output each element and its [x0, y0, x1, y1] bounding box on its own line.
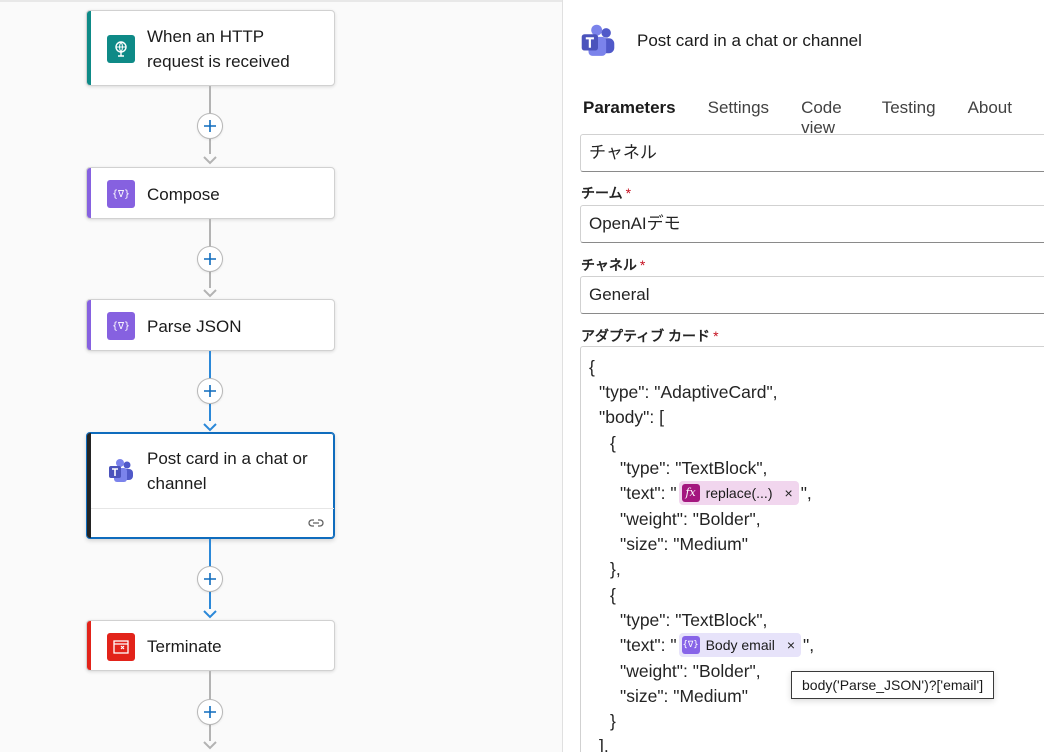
card-title: Parse JSON: [147, 316, 242, 336]
code-line: "type": "TextBlock",: [620, 610, 768, 630]
plus-icon: [204, 706, 216, 718]
arrow-down-icon: [203, 610, 217, 619]
tab-settings[interactable]: Settings: [707, 98, 770, 117]
token-tooltip: body('Parse_JSON')?['email']: [791, 671, 995, 699]
action-card-parse-json[interactable]: {∇} Parse JSON: [86, 299, 335, 351]
team-dropdown[interactable]: OpenAIデモ: [580, 205, 1044, 243]
plus-icon: [204, 573, 216, 585]
card-title: When an HTTP request is received: [147, 27, 290, 71]
tab-testing[interactable]: Testing: [881, 98, 936, 117]
arrow-down-icon: [203, 289, 217, 298]
card-title: Compose: [147, 184, 220, 204]
code-line: "weight": "Bolder",: [620, 509, 761, 529]
remove-token-button[interactable]: ×: [784, 485, 793, 502]
flow-canvas: When an HTTP request is received {∇} Com…: [0, 0, 562, 750]
variable-icon: {∇}: [681, 636, 700, 655]
panel-header: Post card in a chat or channel: [579, 22, 862, 60]
code-line: ],: [599, 736, 609, 752]
card-accent-bar: [87, 433, 91, 538]
teams-icon: [107, 457, 135, 485]
add-step-button[interactable]: [197, 699, 223, 725]
add-step-button[interactable]: [197, 113, 223, 139]
action-details-panel: Post card in a chat or channel Parameter…: [562, 0, 1044, 752]
tab-about[interactable]: About: [967, 98, 1012, 117]
canvas-top-border: [0, 0, 562, 2]
code-line: },: [610, 559, 621, 579]
code-line: "type": "AdaptiveCard",: [599, 382, 778, 402]
plus-icon: [204, 253, 216, 265]
card-accent-bar: [87, 11, 91, 85]
plus-icon: [204, 120, 216, 132]
add-step-button[interactable]: [197, 566, 223, 592]
arrow-down-icon: [203, 156, 217, 165]
terminate-icon: [107, 632, 135, 661]
adaptive-card-label: アダプティブ カード*: [581, 328, 719, 344]
panel-title: Post card in a chat or channel: [637, 31, 862, 50]
arrow-down-icon: [203, 423, 217, 432]
code-line: "type": "TextBlock",: [620, 458, 768, 478]
trigger-card-http[interactable]: When an HTTP request is received: [86, 10, 335, 86]
card-footer: [91, 508, 334, 538]
remove-token-button[interactable]: ×: [786, 637, 796, 654]
code-line: "weight": "Bolder",: [620, 661, 761, 681]
code-line: "size": "Medium": [620, 534, 748, 554]
action-card-compose[interactable]: {∇} Compose: [86, 167, 335, 219]
action-card-terminate[interactable]: Terminate: [86, 620, 335, 671]
http-request-icon: [107, 35, 135, 63]
channel-dropdown[interactable]: General: [580, 276, 1044, 314]
card-accent-bar: [87, 300, 91, 350]
dynamic-content-token[interactable]: {∇}Body email×: [678, 633, 802, 658]
team-label: チーム*: [581, 185, 632, 201]
compose-icon: {∇}: [107, 180, 135, 208]
code-line: {: [589, 357, 595, 377]
code-line: "size": "Medium": [620, 686, 748, 706]
teams-icon: [581, 24, 615, 56]
post-in-dropdown[interactable]: チャネル: [580, 134, 1044, 172]
connection-link-icon[interactable]: [308, 516, 324, 530]
card-accent-bar: [87, 168, 91, 218]
arrow-down-icon: [203, 741, 217, 750]
card-title: Terminate: [147, 637, 222, 656]
card-title: Post card in a chat or channel: [147, 449, 308, 493]
action-card-post-card[interactable]: Post card in a chat or channel: [86, 432, 335, 539]
code-line: {: [610, 585, 616, 605]
code-line-with-token: "text": "{∇}Body email×",: [620, 633, 814, 658]
code-line: }: [610, 711, 616, 731]
add-step-button[interactable]: [197, 246, 223, 272]
parse-json-icon: {∇}: [107, 312, 135, 340]
function-icon: fx: [681, 484, 700, 503]
tab-code-view[interactable]: Code view: [801, 98, 842, 137]
plus-icon: [204, 385, 216, 397]
channel-label: チャネル*: [581, 257, 646, 273]
code-line: "body": [: [599, 407, 664, 427]
card-accent-bar: [87, 621, 91, 670]
code-line: {: [610, 433, 616, 453]
add-step-button[interactable]: [197, 378, 223, 404]
